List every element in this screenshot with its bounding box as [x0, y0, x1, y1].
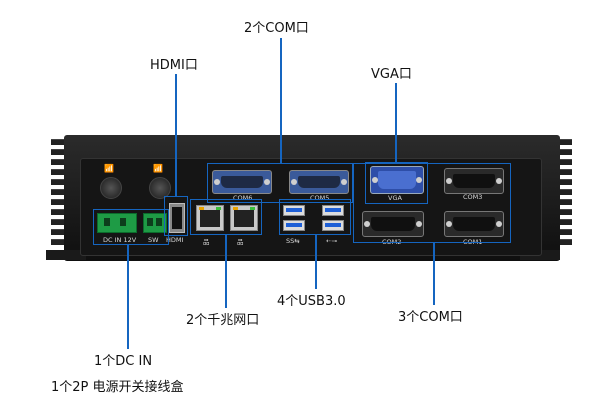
callout-box-usb: [279, 199, 351, 235]
lan-icon: 品: [203, 238, 210, 246]
com3-label: COM3: [463, 193, 483, 201]
com6-label: COM6: [233, 194, 253, 202]
usb-port-2: [283, 220, 305, 231]
com5-port: [289, 170, 349, 194]
left-heatsink-fins: [51, 135, 65, 261]
callout-box-dc: [93, 209, 169, 245]
label-hdmi: HDMI口: [150, 58, 198, 73]
label-dc-in: 1个DC IN: [94, 354, 153, 369]
sw-panel-label: SW: [148, 236, 159, 244]
right-heatsink-fins: [558, 135, 572, 261]
usb-port-4: [322, 220, 344, 231]
lan-port-2: [230, 205, 258, 231]
com5-label: COM5: [310, 194, 330, 202]
label-com-bottom: 3个COM口: [398, 310, 463, 325]
mounting-ear-left: [46, 250, 86, 260]
leader-lan: [225, 235, 227, 308]
callout-box-com-top: [207, 163, 353, 203]
antenna-left: [100, 177, 122, 199]
com1-port: [444, 211, 504, 237]
com2-port: [362, 211, 424, 237]
dc-in-terminal: [97, 213, 137, 233]
lan-icon: 品: [237, 238, 244, 246]
leader-com-bottom: [433, 243, 435, 305]
hdmi-panel-label: HDMI: [166, 236, 184, 244]
leader-vga: [395, 83, 397, 162]
power-switch-terminal: [143, 213, 167, 233]
dc-in-panel-label: DC IN 12V: [103, 236, 137, 244]
callout-box-hdmi: [164, 196, 188, 236]
label-vga: VGA口: [371, 67, 412, 82]
usb-symbol-icon: ⇠⊸: [326, 237, 337, 245]
usb-port-1: [283, 205, 305, 216]
wifi-icon: 📶: [153, 164, 163, 173]
label-lan: 2个千兆网口: [186, 313, 260, 328]
label-usb: 4个USB3.0: [277, 294, 346, 309]
callout-box-lan: [190, 199, 262, 235]
vga-port: [370, 166, 424, 194]
usb-ss-label: SS⇆: [286, 237, 300, 245]
leader-com-top: [280, 38, 282, 163]
wifi-icon: 📶: [104, 164, 114, 173]
com3-port: [444, 168, 504, 194]
leader-hdmi: [175, 74, 177, 196]
com6-port: [212, 170, 272, 194]
label-terminal: 1个2P 电源开关接线盒: [51, 380, 184, 395]
antenna-right: [149, 177, 171, 199]
usb-port-3: [322, 205, 344, 216]
leader-dc: [127, 245, 129, 349]
label-com-top: 2个COM口: [244, 21, 309, 36]
hdmi-port: [169, 203, 185, 233]
callout-box-vga: [365, 162, 428, 204]
callout-box-com-bottom: [353, 163, 511, 243]
leader-usb: [315, 235, 317, 289]
lan-port-1: [196, 205, 224, 231]
vga-panel-label: VGA: [388, 194, 402, 202]
